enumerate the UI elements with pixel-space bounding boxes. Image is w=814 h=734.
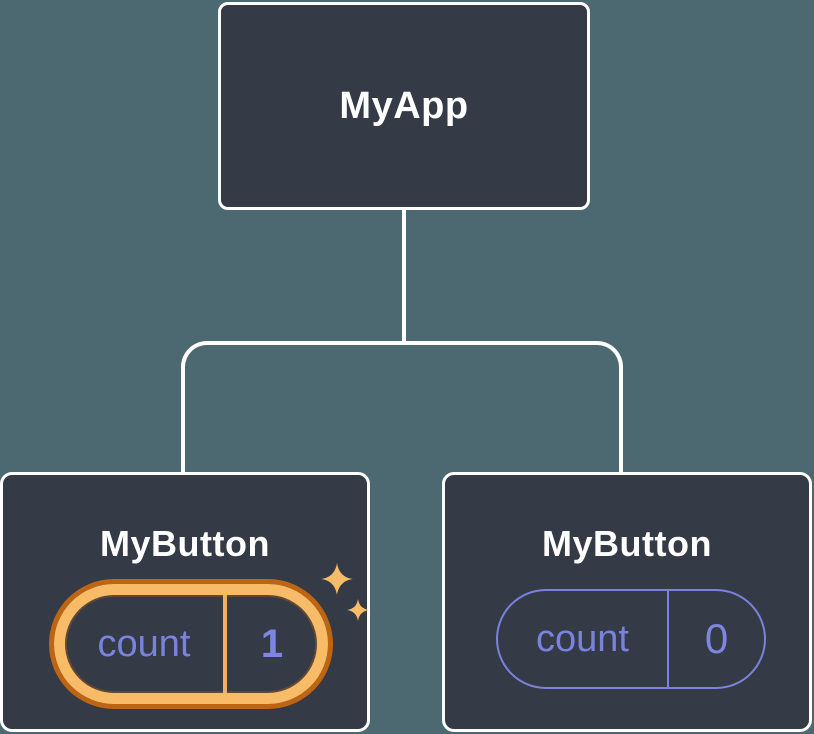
tree-node-root: MyApp	[218, 2, 590, 210]
state-value: 0	[704, 615, 729, 662]
child-1-title: MyButton	[100, 523, 270, 564]
state-value-cell: 0	[669, 591, 764, 687]
state-label-cell: count	[498, 591, 669, 687]
root-node-title: MyApp	[339, 84, 469, 127]
tree-node-child-2: MyButton count 0	[442, 472, 812, 732]
sparkles-icon	[321, 563, 373, 625]
state-label: count	[97, 622, 191, 665]
connector-branch-bracket	[181, 341, 623, 485]
child-2-title: MyButton	[542, 523, 712, 564]
state-value: 1	[260, 621, 284, 666]
state-pill-highlighted: count 1	[54, 584, 328, 704]
tree-node-child-1: MyButton count 1	[0, 472, 370, 732]
state-label: count	[536, 617, 629, 660]
state-label-cell: count	[65, 595, 227, 693]
state-value-cell: 1	[227, 595, 317, 693]
connector-root-stem	[402, 206, 406, 344]
state-pill-plain: count 0	[496, 589, 766, 689]
